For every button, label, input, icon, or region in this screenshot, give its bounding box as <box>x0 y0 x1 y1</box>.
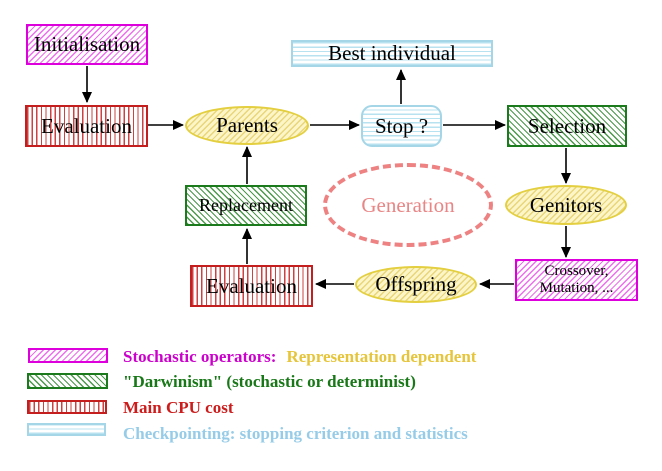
node-replacement-label: Replacement <box>199 195 293 215</box>
legend-item-darwinism: "Darwinism" (stochastic or determinist) <box>123 372 416 392</box>
legend-swatch-darwinism <box>27 373 108 389</box>
node-genitors: Genitors <box>505 185 627 225</box>
node-stop-label: Stop ? <box>374 113 429 138</box>
legend-swatch-checkpointing <box>27 423 106 436</box>
node-replacement: Replacement <box>185 185 307 226</box>
generation-label: Generation <box>361 192 455 217</box>
node-best-individual-label: Best individual <box>328 41 456 65</box>
node-best-individual: Best individual <box>291 40 493 67</box>
node-evaluation-bottom-label: Evaluation <box>206 273 297 298</box>
legend-label-darwinism: "Darwinism" (stochastic or determinist) <box>123 372 416 391</box>
node-evaluation-top: Evaluation <box>25 105 148 147</box>
node-offspring-label: Offspring <box>375 272 457 296</box>
node-evaluation-bottom: Evaluation <box>190 265 313 307</box>
legend-label-representation-dependent: Representation dependent <box>286 347 477 366</box>
generation-loop-ellipse: Generation <box>323 163 493 247</box>
node-stop: Stop ? <box>361 105 442 147</box>
legend-swatch-main-cpu-cost <box>27 400 107 414</box>
legend-item-main-cpu-cost: Main CPU cost <box>123 398 233 418</box>
node-genitors-label: Genitors <box>529 192 603 217</box>
node-parents-label: Parents <box>216 113 278 137</box>
legend-label-main-cpu-cost: Main CPU cost <box>123 398 234 417</box>
node-evaluation-top-label: Evaluation <box>41 113 132 138</box>
legend-item-checkpointing: Checkpointing: stopping criterion and st… <box>123 424 468 444</box>
node-initialisation: Initialisation <box>26 24 148 65</box>
node-initialisation-label: Initialisation <box>33 32 141 56</box>
node-crossover-mutation-label: Crossover, Mutation, ... <box>539 263 614 296</box>
node-crossover-mutation: Crossover, Mutation, ... <box>515 259 638 301</box>
legend-label-checkpointing: Checkpointing: stopping criterion and st… <box>123 424 468 443</box>
legend-label-stochastic: Stochastic operators: <box>123 347 277 366</box>
node-selection: Selection <box>507 105 627 147</box>
legend-swatch-stochastic-operators <box>28 348 108 363</box>
node-selection-label: Selection <box>527 113 607 138</box>
legend-item-stochastic-operators: Stochastic operators: Representation depe… <box>123 347 476 367</box>
node-offspring: Offspring <box>355 266 477 303</box>
node-parents: Parents <box>185 106 309 145</box>
